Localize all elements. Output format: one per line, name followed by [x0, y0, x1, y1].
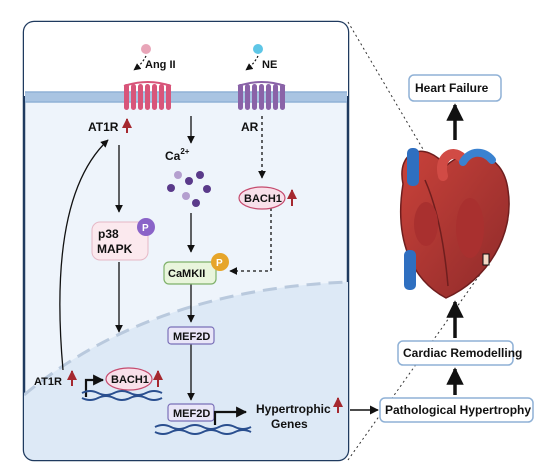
svg-text:MEF2D: MEF2D: [173, 408, 210, 420]
svg-text:P: P: [216, 258, 223, 269]
at1r-label: AT1R: [88, 120, 119, 134]
svg-text:p38: p38: [98, 227, 119, 241]
arrow-bach1-camkii: [229, 208, 272, 275]
cell-panel: [22, 20, 350, 462]
svg-text:MAPK: MAPK: [97, 242, 133, 256]
ar-receptor: [237, 81, 286, 110]
ne-label: NE: [262, 59, 277, 71]
bach1-cyto-node: BACH1: [238, 186, 297, 210]
svg-text:MEF2D: MEF2D: [173, 331, 210, 343]
hypertrophic-genes-line2: Genes: [271, 417, 308, 431]
heart-zoom-marker: [482, 253, 490, 266]
mef2d-cyto-node: MEF2D: [167, 326, 215, 345]
arrow-nuclear-at1r-feedback: [59, 139, 109, 371]
svg-text:Pathological Hypertrophy: Pathological Hypertrophy: [385, 403, 531, 417]
at1r-receptor: [123, 81, 172, 110]
bach1-nuc-node: BACH1: [105, 367, 163, 391]
dna-strand-2: [154, 424, 252, 435]
nuclear-at1r-label: AT1R: [34, 376, 62, 388]
ar-label: AR: [241, 120, 259, 134]
svg-text:CaMKII: CaMKII: [168, 268, 205, 280]
p38-mapk-node: p38 MAPK P: [91, 218, 155, 261]
camkii-node: CaMKII P: [163, 253, 229, 285]
dna-strand-1: [81, 390, 163, 401]
svg-text:Heart Failure: Heart Failure: [415, 81, 489, 95]
camkii-phospho-badge: [211, 253, 229, 271]
ang2-label: Ang II: [145, 59, 176, 71]
mef2d-nuc-node: MEF2D: [167, 403, 215, 422]
cardiac-remodelling-box: Cardiac Remodelling: [397, 340, 522, 366]
svg-text:Cardiac Remodelling: Cardiac Remodelling: [403, 346, 522, 360]
calcium-label: Ca2+: [165, 147, 190, 163]
svg-text:BACH1: BACH1: [244, 193, 282, 205]
svg-text:P: P: [142, 223, 149, 234]
ang2-ligand: Ang II: [133, 44, 176, 71]
promoter-arrow: [213, 406, 248, 425]
cell-membrane: [25, 92, 347, 102]
calcium-ions: [167, 171, 211, 207]
p38-phospho-badge: [137, 218, 155, 236]
svg-text:BACH1: BACH1: [111, 374, 149, 386]
hypertrophic-genes-line1: Hypertrophic: [256, 402, 331, 416]
heart-failure-box: Heart Failure: [408, 74, 502, 102]
ne-ligand: NE: [245, 44, 277, 71]
heart-illustration: [399, 148, 510, 299]
pathological-hypertrophy-box: Pathological Hypertrophy: [379, 397, 534, 423]
nucleus-region: [24, 282, 348, 460]
